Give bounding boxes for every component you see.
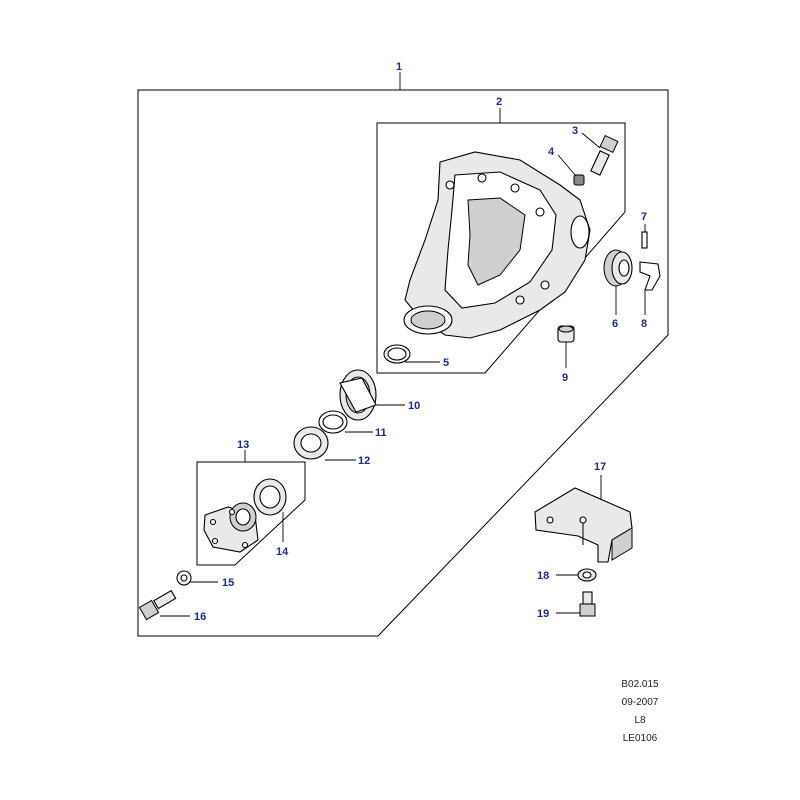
seal-12	[293, 426, 329, 460]
leader-3	[581, 132, 601, 149]
flange	[203, 502, 259, 553]
stamp-code: LE0106	[622, 733, 658, 744]
bolt-16	[138, 589, 177, 621]
callout-15: 15	[222, 577, 234, 589]
leader-4	[557, 154, 577, 177]
callout-19: 19	[537, 608, 549, 620]
bolt-19	[579, 591, 596, 617]
seal-ring-14-inner	[259, 485, 281, 509]
differential-housing	[403, 151, 591, 339]
callout-8: 8	[641, 318, 647, 330]
bearing-10	[339, 369, 377, 421]
stamp-ref: B02.015	[621, 679, 659, 690]
shim-11-inner	[322, 414, 344, 430]
pin-7	[641, 231, 648, 249]
callout-5: 5	[443, 357, 449, 369]
mounting-bracket-17	[534, 487, 633, 563]
gear-6	[603, 249, 633, 287]
callout-13: 13	[237, 439, 249, 451]
callout-1: 1	[396, 61, 402, 73]
callout-2: 2	[496, 96, 502, 108]
callout-11: 11	[375, 427, 387, 439]
subassembly-frame-13	[196, 461, 306, 566]
reference-stamp: B02.015 09-2007 L8 LE0106	[600, 676, 680, 748]
circlip-5-inner	[387, 347, 407, 361]
callout-10: 10	[408, 400, 420, 412]
callout-14: 14	[276, 546, 289, 558]
bracket-8	[639, 261, 661, 291]
callout-7: 7	[641, 211, 647, 223]
callout-12: 12	[358, 455, 370, 467]
callout-16: 16	[194, 611, 206, 623]
bolt-3	[590, 134, 619, 176]
callout-6: 6	[612, 318, 618, 330]
callout-18: 18	[537, 570, 549, 582]
callout-4: 4	[548, 146, 555, 158]
washer-15-inner	[180, 574, 188, 582]
callout-3: 3	[572, 125, 578, 137]
spacer-4	[573, 174, 585, 186]
callout-9: 9	[562, 372, 568, 384]
assembly-frame-1	[137, 89, 669, 637]
stamp-date: 09-2007	[621, 697, 659, 708]
callout-17: 17	[594, 461, 606, 473]
bush-9	[557, 325, 575, 343]
washer-18-inner	[582, 571, 592, 579]
stamp-line: L8	[634, 715, 646, 726]
